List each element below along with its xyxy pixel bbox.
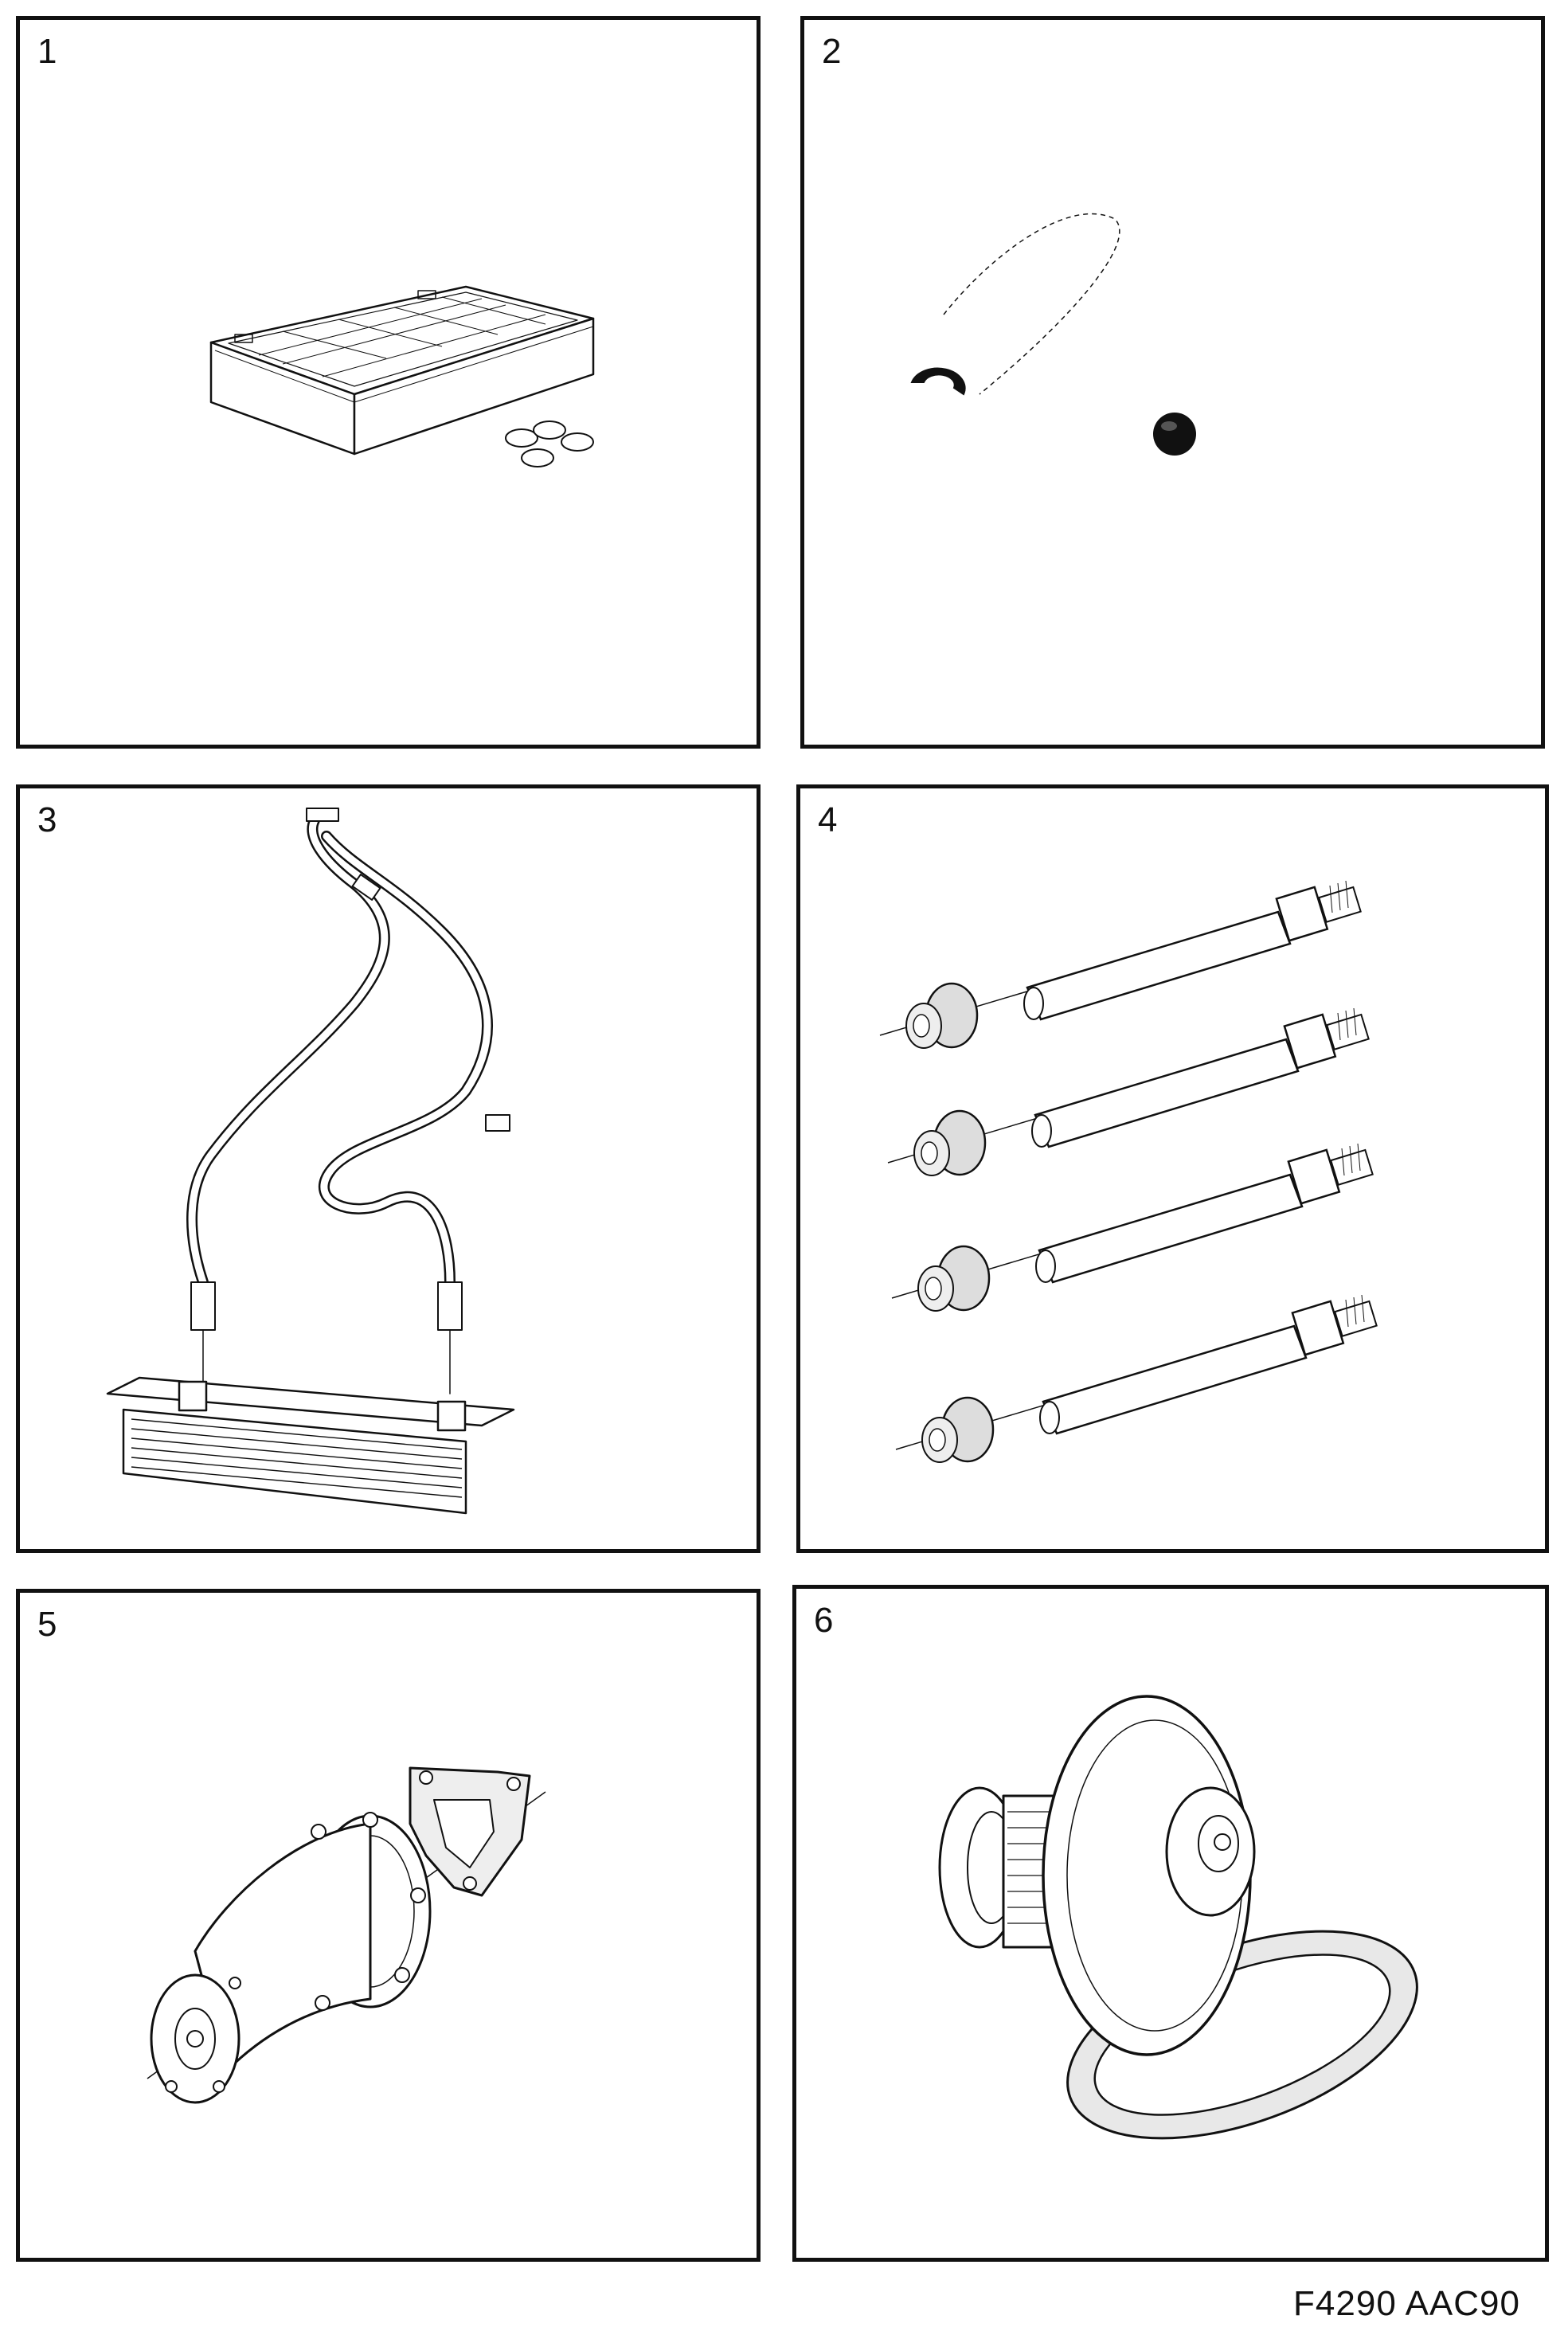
water-pump-illustration	[20, 1593, 757, 2258]
panel-3: 3	[16, 784, 761, 1553]
panel-number: 2	[822, 32, 842, 71]
panel-2: 2	[800, 16, 1545, 749]
circlip-ball-illustration	[804, 20, 1196, 456]
figure-code: F4290 AAC90	[1293, 2284, 1520, 2323]
tie-rods-illustration	[878, 879, 1378, 1464]
fuse-box-illustration	[20, 20, 757, 745]
thermostat-illustration	[796, 1589, 1545, 2258]
panel-number: 5	[37, 1605, 57, 1644]
panel-number: 1	[37, 32, 57, 71]
panel-number: 6	[814, 1601, 834, 1640]
panel-4: 4	[796, 784, 1549, 1553]
panel-1: 1	[16, 16, 761, 749]
oil-cooler-illustration	[20, 788, 757, 1549]
panel-6: 6	[792, 1585, 1549, 2262]
panel-5: 5	[16, 1589, 761, 2262]
panel-number: 4	[818, 800, 838, 839]
panel-number: 3	[37, 800, 57, 839]
